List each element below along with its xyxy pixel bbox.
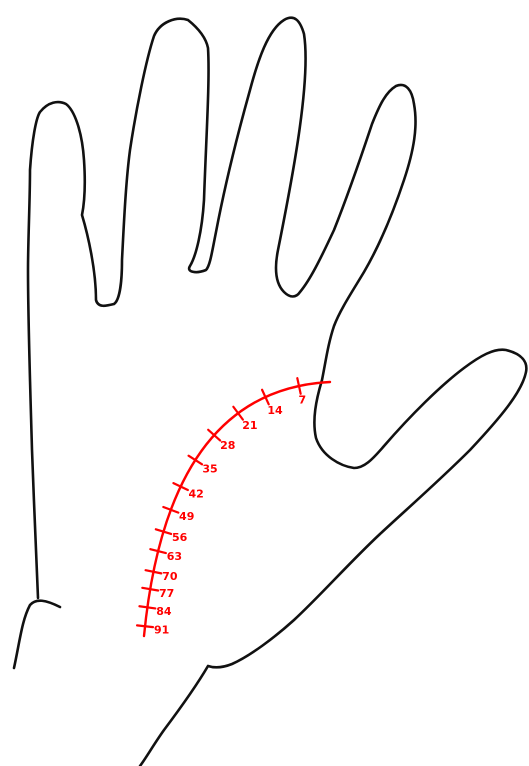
- age-tick: [189, 456, 202, 465]
- age-label: 21: [242, 419, 257, 432]
- age-label: 49: [179, 510, 194, 523]
- age-label: 7: [298, 394, 306, 407]
- hand-outline: [14, 18, 526, 766]
- age-label: 77: [159, 587, 174, 600]
- age-label: 63: [167, 550, 182, 563]
- age-tick: [139, 606, 155, 608]
- age-label: 42: [188, 488, 203, 501]
- age-tick: [233, 407, 243, 420]
- hand-outline-left: [14, 18, 526, 766]
- age-tick: [146, 570, 162, 573]
- age-label: 91: [154, 624, 169, 637]
- age-label: 28: [220, 439, 235, 452]
- age-tick: [137, 625, 153, 627]
- age-label: 35: [202, 463, 217, 476]
- age-label: 84: [156, 605, 172, 618]
- age-label: 70: [162, 570, 178, 583]
- age-tick: [142, 588, 158, 591]
- age-label: 56: [172, 531, 188, 544]
- age-label: 14: [267, 404, 283, 417]
